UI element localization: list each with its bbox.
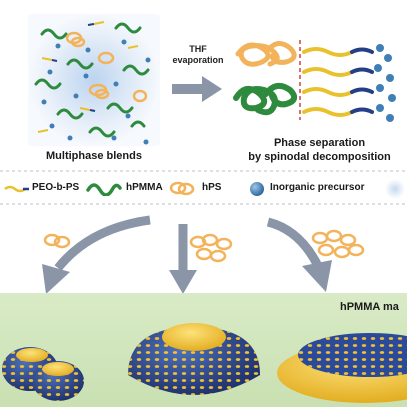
particle-large-disc <box>277 333 407 403</box>
blur-glow-icon <box>385 179 405 199</box>
matrix-label: hPMMA ma <box>340 301 399 313</box>
blend-box <box>28 14 160 146</box>
transition-arrows <box>42 215 365 294</box>
phase-caption-2: by spinodal decomposition <box>248 151 391 163</box>
legend-label-peo-b-ps: PEO-b-PS <box>32 182 80 193</box>
two-tone-chain-icon <box>4 185 29 193</box>
blue-sphere-icon <box>250 182 264 196</box>
legend-label-hpmma: hPMMA <box>126 182 163 193</box>
evaporation-label: evaporation <box>172 55 224 65</box>
curved-arrow-left <box>54 215 151 271</box>
phase-separation-diagram <box>233 40 396 122</box>
legend: PEO-b-PS hPMMA hPS Inorganic precursor <box>0 178 407 200</box>
blend-hps-coils <box>65 31 148 103</box>
curved-arrow-right <box>266 217 323 269</box>
blend-caption: Multiphase blends <box>46 150 142 162</box>
thf-label: THF <box>189 44 207 54</box>
green-coil-icon <box>86 183 122 196</box>
particle-medium-dome <box>128 323 260 395</box>
blend-peo-chains <box>37 21 139 133</box>
legend-rules <box>0 170 407 205</box>
orange-coil-icon <box>169 181 195 196</box>
phmma-coil-large <box>233 82 298 116</box>
particle-small-twin <box>2 347 84 401</box>
evaporation-arrow <box>172 76 222 102</box>
legend-label-hps: hPS <box>202 182 222 193</box>
particles <box>2 323 407 403</box>
small-hps-clusters <box>43 229 365 263</box>
hps-coil-large <box>235 41 297 67</box>
blend-precursors <box>41 39 151 145</box>
brush-chains <box>302 47 374 117</box>
legend-label-inorganic-precursor: Inorganic precursor <box>270 182 365 193</box>
blend-phmma-coils <box>34 22 150 138</box>
brush-precursors <box>374 44 396 122</box>
phase-caption-1: Phase separation <box>273 137 366 149</box>
